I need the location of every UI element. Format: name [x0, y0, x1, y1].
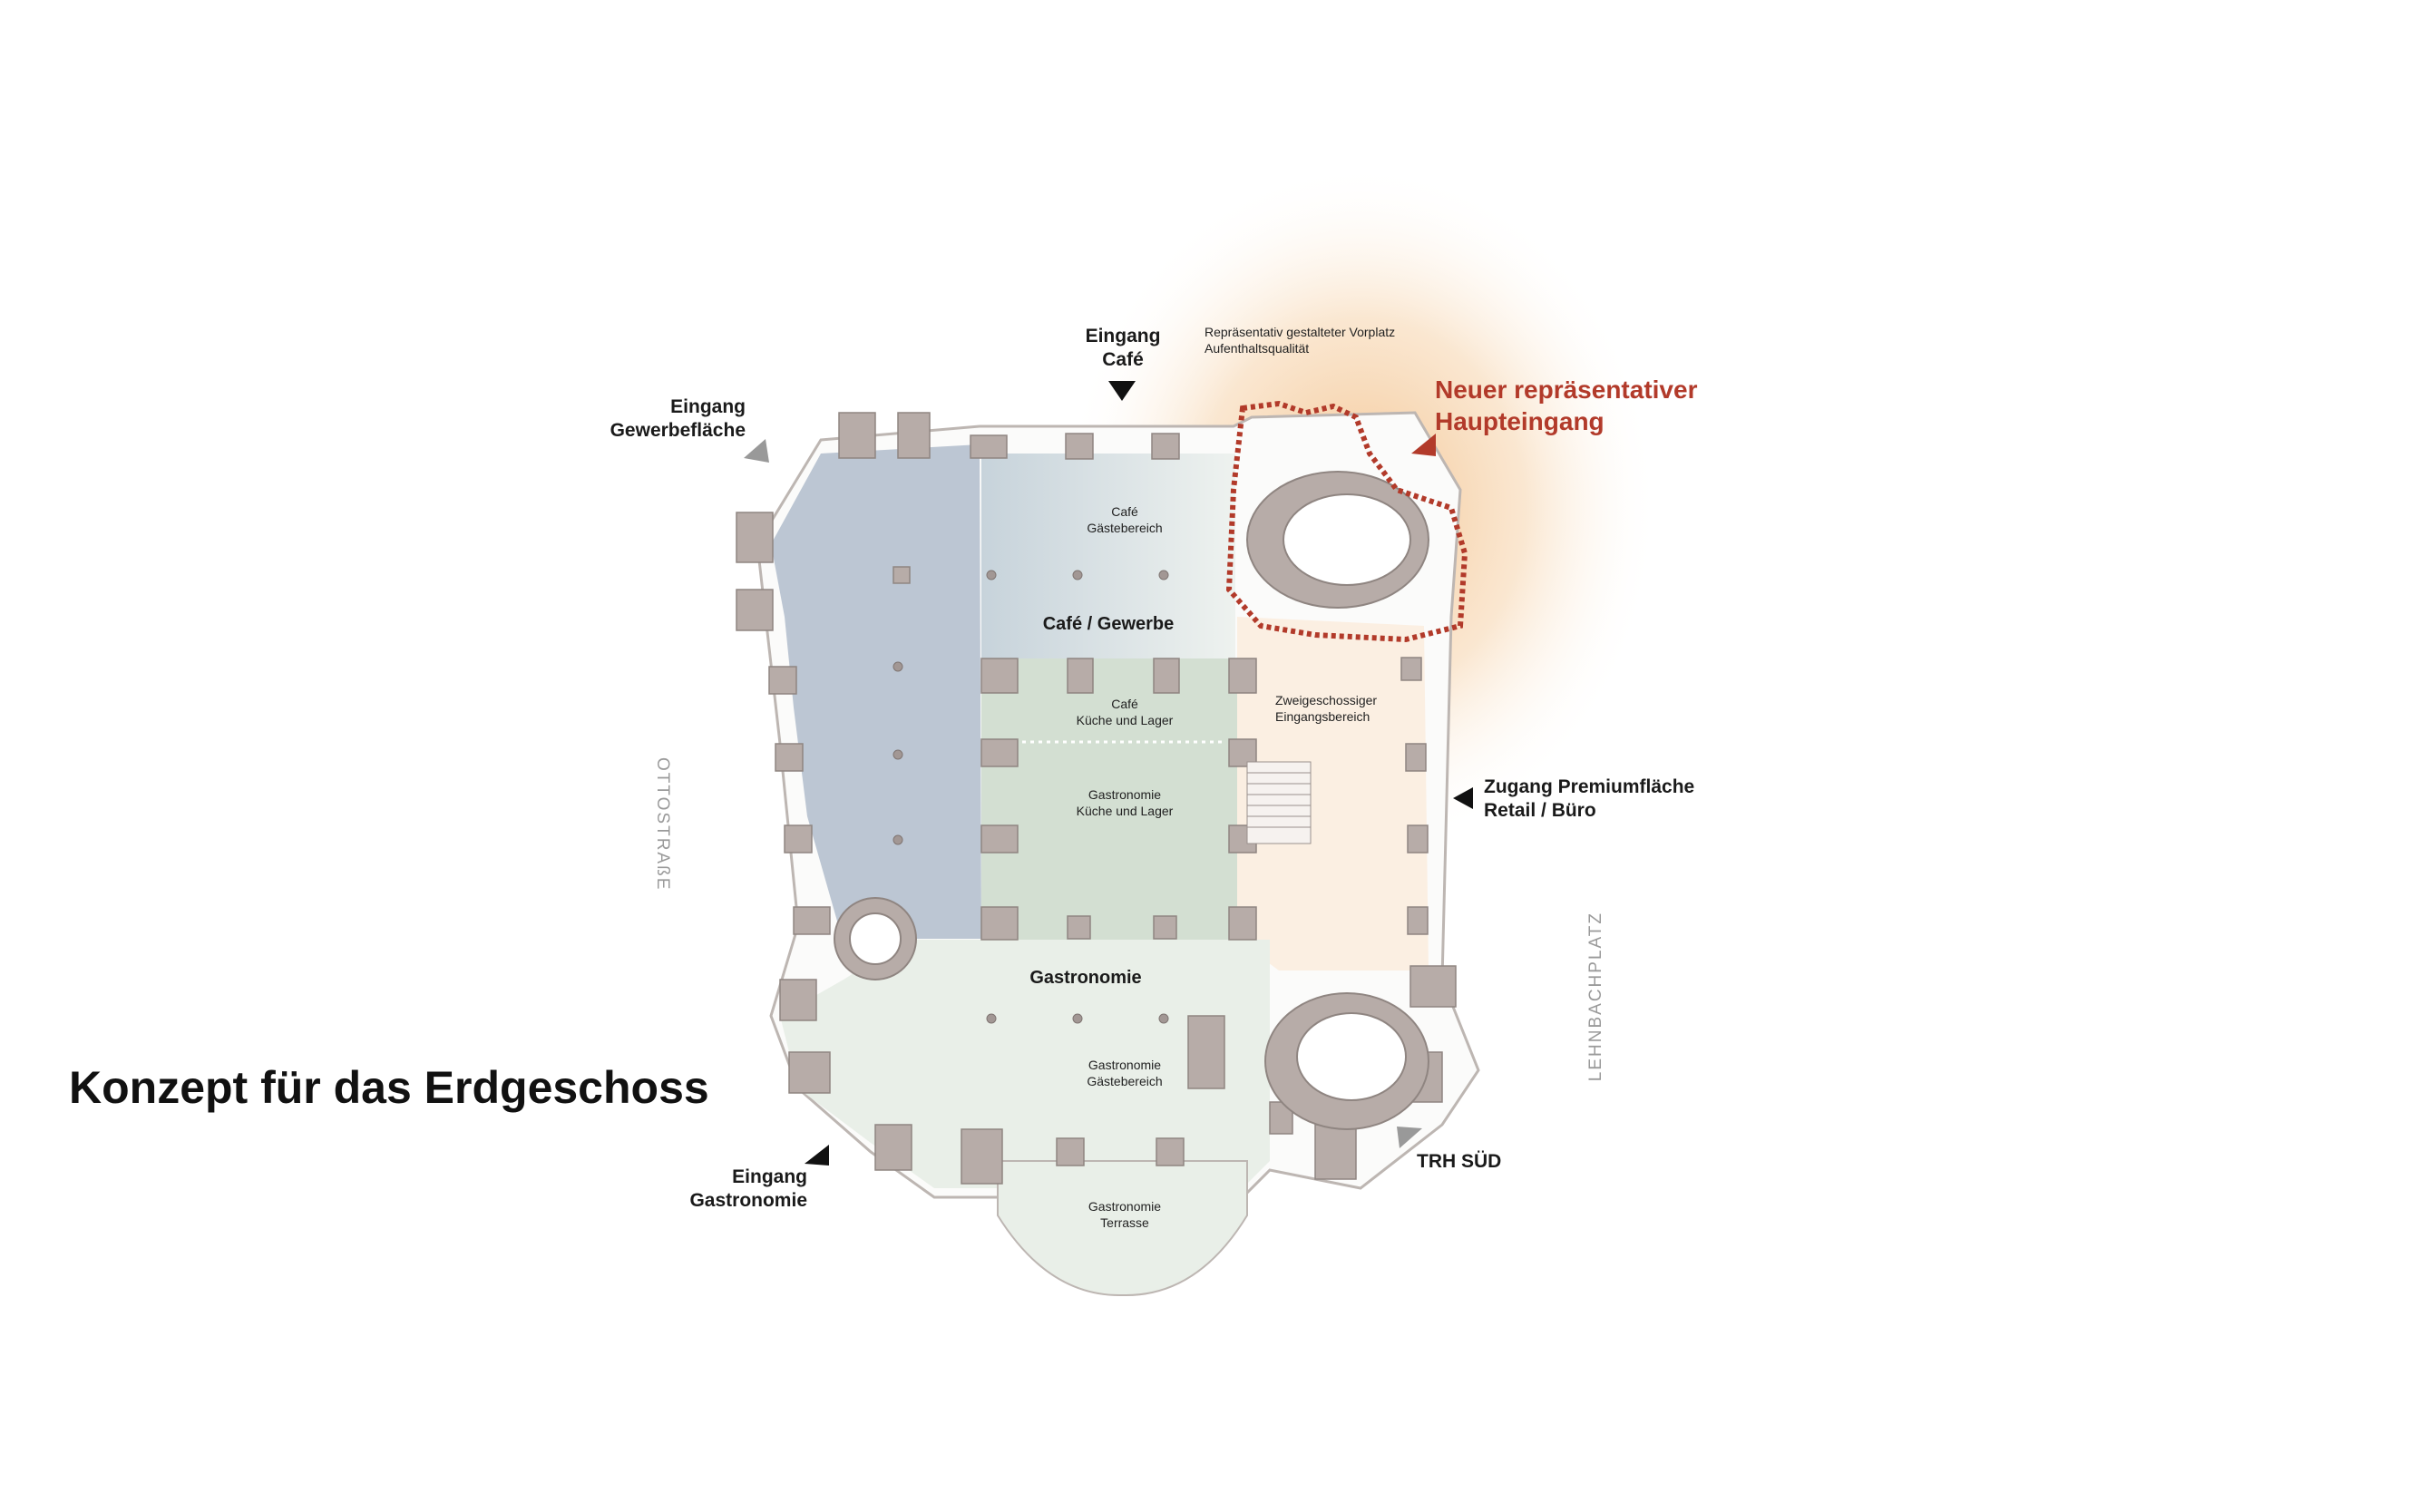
room-cafe-gaeste-line1: Café: [1111, 504, 1138, 519]
entrance-trh-line1: TRH SÜD: [1417, 1151, 1502, 1172]
room-gastro-gaeste: Gastronomie Gästebereich: [1087, 1058, 1162, 1089]
entrance-gastronomie-line1: Eingang: [732, 1166, 807, 1187]
entrance-gastronomie-label: Eingang Gastronomie: [689, 1166, 807, 1214]
entrance-premium-label: Zugang Premiumfläche Retail / Büro: [1484, 776, 1694, 824]
zone-kitchen: [981, 658, 1237, 940]
room-gastro-gaeste-line2: Gästebereich: [1087, 1073, 1163, 1088]
room-cafe-gaeste: Café Gästebereich: [1087, 504, 1162, 536]
room-cafe-kueche: Café Küche und Lager: [1077, 697, 1174, 728]
room-gastro-kueche: Gastronomie Küche und Lager: [1077, 787, 1174, 819]
zone-gewerbe: [771, 444, 981, 943]
entrance-premium-line2: Retail / Büro: [1484, 800, 1596, 822]
room-eingangsbereich: Zweigeschossiger Eingangsbereich: [1275, 693, 1377, 725]
zone-cafe-gewerbe-label: Café / Gewerbe: [1042, 614, 1175, 634]
room-gastro-terrasse-line1: Gastronomie: [1088, 1199, 1162, 1214]
page-title: Konzept für das Erdgeschoss: [69, 1062, 709, 1113]
entrance-arrow-gewerbe: [744, 439, 769, 463]
entrance-arrow-main: [1411, 434, 1436, 456]
entrance-arrow-cafe: [1108, 381, 1136, 401]
forecourt-note: Repräsentativ gestalteter Vorplatz Aufen…: [1205, 325, 1395, 356]
entrance-trh-label: TRH SÜD: [1417, 1150, 1501, 1174]
entrance-cafe-line2: Café: [1102, 349, 1144, 371]
room-eingangsbereich-line2: Eingangsbereich: [1275, 708, 1370, 724]
entrance-gewerbe-line1: Eingang: [670, 396, 746, 417]
entrance-cafe-line1: Eingang: [1085, 326, 1161, 346]
entrance-gewerbe-line2: Gewerbefläche: [610, 420, 746, 442]
room-gastro-terrasse: Gastronomie Terrasse: [1088, 1199, 1161, 1231]
street-west-label: OTTOSTRAßE: [652, 757, 672, 892]
forecourt-note-line2: Aufenthaltsqualität: [1205, 340, 1310, 356]
entrance-arrow-premium: [1453, 787, 1473, 809]
main-entrance-label-line2: Haupteingang: [1435, 407, 1605, 435]
main-entrance-outline: [1225, 400, 1468, 643]
room-cafe-kueche-line2: Küche und Lager: [1076, 712, 1174, 727]
room-gastro-kueche-line1: Gastronomie: [1088, 787, 1162, 802]
main-entrance-label: Neuer repräsentativer Haupteingang: [1435, 374, 1697, 437]
zone-cafe: [981, 454, 1235, 658]
entrance-gewerbe-label: Eingang Gewerbefläche: [610, 395, 746, 444]
entrance-cafe-label: Eingang Café: [1086, 325, 1161, 373]
entrance-arrow-gastronomie: [805, 1145, 829, 1166]
room-gastro-gaeste-line1: Gastronomie: [1088, 1058, 1162, 1072]
main-entrance-label-line1: Neuer repräsentativer: [1435, 376, 1698, 404]
entrance-gastronomie-line2: Gastronomie: [689, 1190, 807, 1212]
entrance-premium-line1: Zugang Premiumfläche: [1484, 776, 1695, 797]
street-east-label: LEHNBACHPLATZ: [1586, 912, 1605, 1082]
forecourt-note-line1: Repräsentativ gestalteter Vorplatz: [1205, 325, 1396, 339]
room-gastro-kueche-line2: Küche und Lager: [1076, 803, 1174, 818]
room-cafe-kueche-line1: Café: [1111, 697, 1138, 711]
zone-entrance: [1237, 617, 1429, 971]
entrance-arrow-trh: [1397, 1127, 1422, 1148]
room-cafe-gaeste-line2: Gästebereich: [1087, 520, 1163, 535]
stair-towers: [834, 471, 1429, 1130]
columns: [892, 570, 1169, 1024]
zone-terrace: [997, 1160, 1248, 1297]
room-eingangsbereich-line1: Zweigeschossiger: [1275, 693, 1378, 707]
room-gastro-terrasse-line2: Terrasse: [1100, 1214, 1149, 1230]
zone-gastronomie-label: Gastronomie: [1029, 968, 1142, 988]
entrance-staircase: [1246, 761, 1312, 844]
